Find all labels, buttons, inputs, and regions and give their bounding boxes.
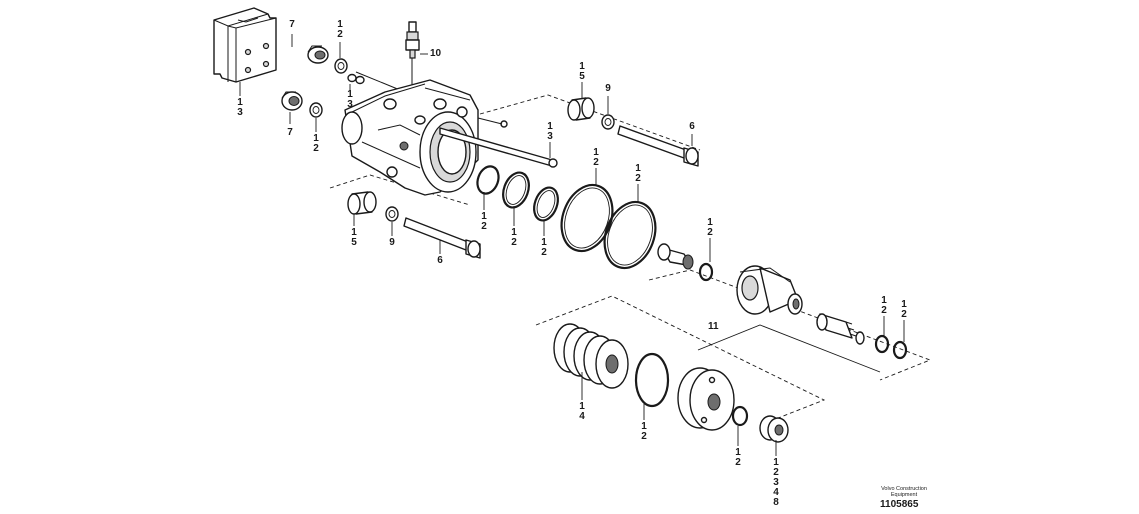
plunger-rod (816, 313, 865, 345)
callout-12-far2: 1 2 (901, 299, 907, 320)
upper-right-fasteners (567, 97, 699, 167)
callout-14: 1 4 (579, 401, 585, 422)
o-rings (476, 165, 657, 270)
assembly-dash-lines (329, 94, 932, 423)
callout-12-bigring1: 1 2 (593, 147, 599, 168)
callout-15-right: 1 5 (579, 61, 585, 82)
piston (736, 265, 803, 315)
spool-sleeve (657, 243, 714, 282)
callout-13-plate: 1 3 (237, 97, 243, 118)
leader-lines (239, 34, 905, 456)
callout-12-ring1: 1 2 (481, 211, 487, 232)
callout-13-upper: 1 3 (347, 89, 353, 110)
brand-caption: Volvo Construction Equipment (874, 486, 934, 498)
small-o-rings-right (874, 334, 908, 360)
callout-9-right: 9 (605, 83, 611, 94)
large-o-ring-bottom (634, 352, 670, 408)
callout-6-left: 6 (437, 255, 443, 266)
main-housing (341, 79, 479, 196)
callout-15-left: 1 5 (351, 227, 357, 248)
callout-7-left: 7 (287, 127, 293, 138)
small-o-ring-cap (731, 405, 749, 427)
plug (759, 415, 789, 443)
callout-12-ring3: 1 2 (541, 237, 547, 258)
callout-12-bigring2: 1 2 (635, 163, 641, 184)
callout-7-top: 7 (289, 19, 295, 30)
disc-spring-stack (553, 323, 629, 389)
callout-12-bottom2: 1 2 (735, 447, 741, 468)
brand-line-1: Volvo Construction (881, 486, 927, 492)
long-bolt (439, 117, 558, 168)
bushing-top (307, 45, 348, 74)
mounting-plate (213, 7, 277, 83)
callout-12-left: 1 2 (313, 133, 319, 154)
callout-12348: 1 2 3 4 8 (773, 457, 779, 508)
callout-13-mid: 1 3 (547, 121, 553, 142)
end-cap (677, 367, 735, 431)
bushing-left (281, 91, 323, 118)
lower-left-fasteners (347, 191, 481, 259)
brand-line-2: Equipment (890, 492, 918, 498)
callout-11: 11 (708, 321, 719, 332)
callout-12-top: 1 2 (337, 19, 343, 40)
callout-9-left: 9 (389, 237, 395, 248)
callout-10: 10 (430, 48, 442, 59)
callout-12-far1: 1 2 (881, 295, 887, 316)
reference-number: 1105865 (880, 499, 919, 510)
callout-6-right: 6 (689, 121, 695, 132)
callout-12-ring2: 1 2 (511, 227, 517, 248)
callout-12-spool: 1 2 (707, 217, 713, 238)
small-nuts (347, 71, 401, 91)
callout-12-bottom1: 1 2 (641, 421, 647, 442)
